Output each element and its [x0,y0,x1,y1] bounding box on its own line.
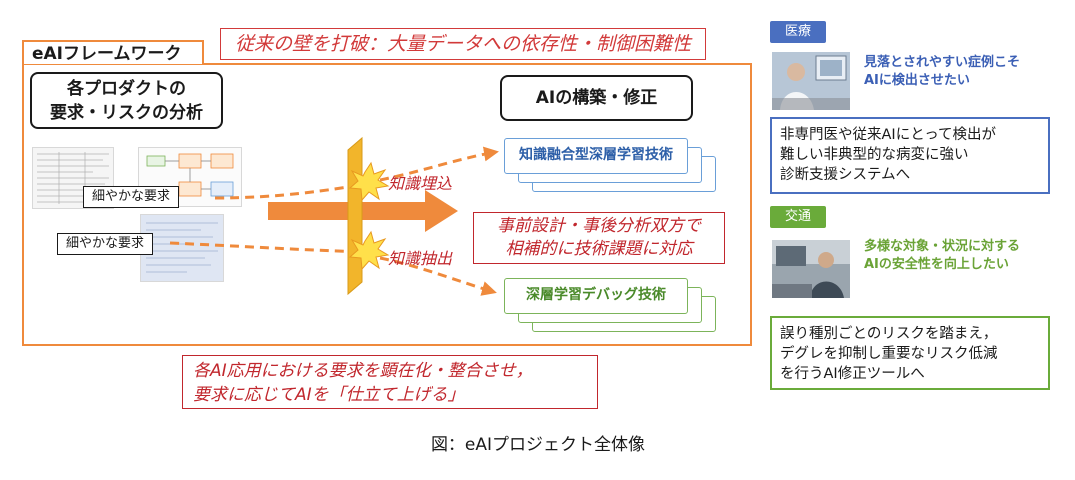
requirements-document-thumbnail [32,147,114,209]
burst-icon [348,230,390,271]
traffic-headline: 多様な対象・状況に対する AIの安全性を向上したい [864,239,1021,272]
requirement-chip: 細やかな要求 [57,233,154,255]
framework-title: eAIフレームワーク [22,40,204,64]
domain-label-traffic: 交通 [770,206,826,228]
build-title: AIの構築・修正 [500,75,693,121]
tech-label: 知識融合型深層学習技術 [519,147,673,163]
analysis-title: 各プロダクトの 要求・リスクの分析 [30,72,223,129]
traffic-photo [772,240,850,298]
tech-card-deep-learning-debug: 深層学習デバッグ技術 [504,278,688,314]
embed-flow-arrow [379,146,499,182]
knowledge-embed-label: 知識埋込 [388,174,453,193]
medical-photo [772,52,850,110]
requirement-flow-arrow [169,241,367,254]
extract-flow-arrow [379,256,497,296]
main-flow-arrow [268,190,458,232]
tech-label: 深層学習デバッグ技術 [526,287,666,303]
barrier-wall [347,136,363,296]
knowledge-extract-label: 知識抽出 [388,249,453,268]
figure-caption: 図：eAIプロジェクト全体像 [430,435,646,455]
traffic-description: 誤り種別ごとのリスクを踏まえ， デグレを抑制し重要なリスク低減 を行うAI修正ツ… [770,316,1050,390]
challenge-banner: 従来の壁を打破：大量データへの依存性・制御困難性 [220,28,706,60]
tech-card-deep-learning-fusion: 知識融合型深層学習技術 [504,138,688,174]
summary-note: 各AI応用における要求を顕在化・整合させ， 要求に応じてAIを「仕立て上げる」 [182,355,598,409]
medical-headline: 見落とされやすい症例こそ AIに検出させたい [864,55,1021,88]
requirement-chip: 細やかな要求 [83,186,180,208]
flow-graphics [169,136,499,296]
requirement-flow-arrow [214,182,367,200]
burst-icon [348,161,390,202]
domain-label-medical: 医療 [770,21,826,43]
medical-description: 非専門医や従来AIにとって検出が 難しい非典型的な病変に強い 診断支援システムへ [770,117,1050,194]
solution-note: 事前設計・事後分析双方で 相補的に技術課題に対応 [473,212,725,264]
